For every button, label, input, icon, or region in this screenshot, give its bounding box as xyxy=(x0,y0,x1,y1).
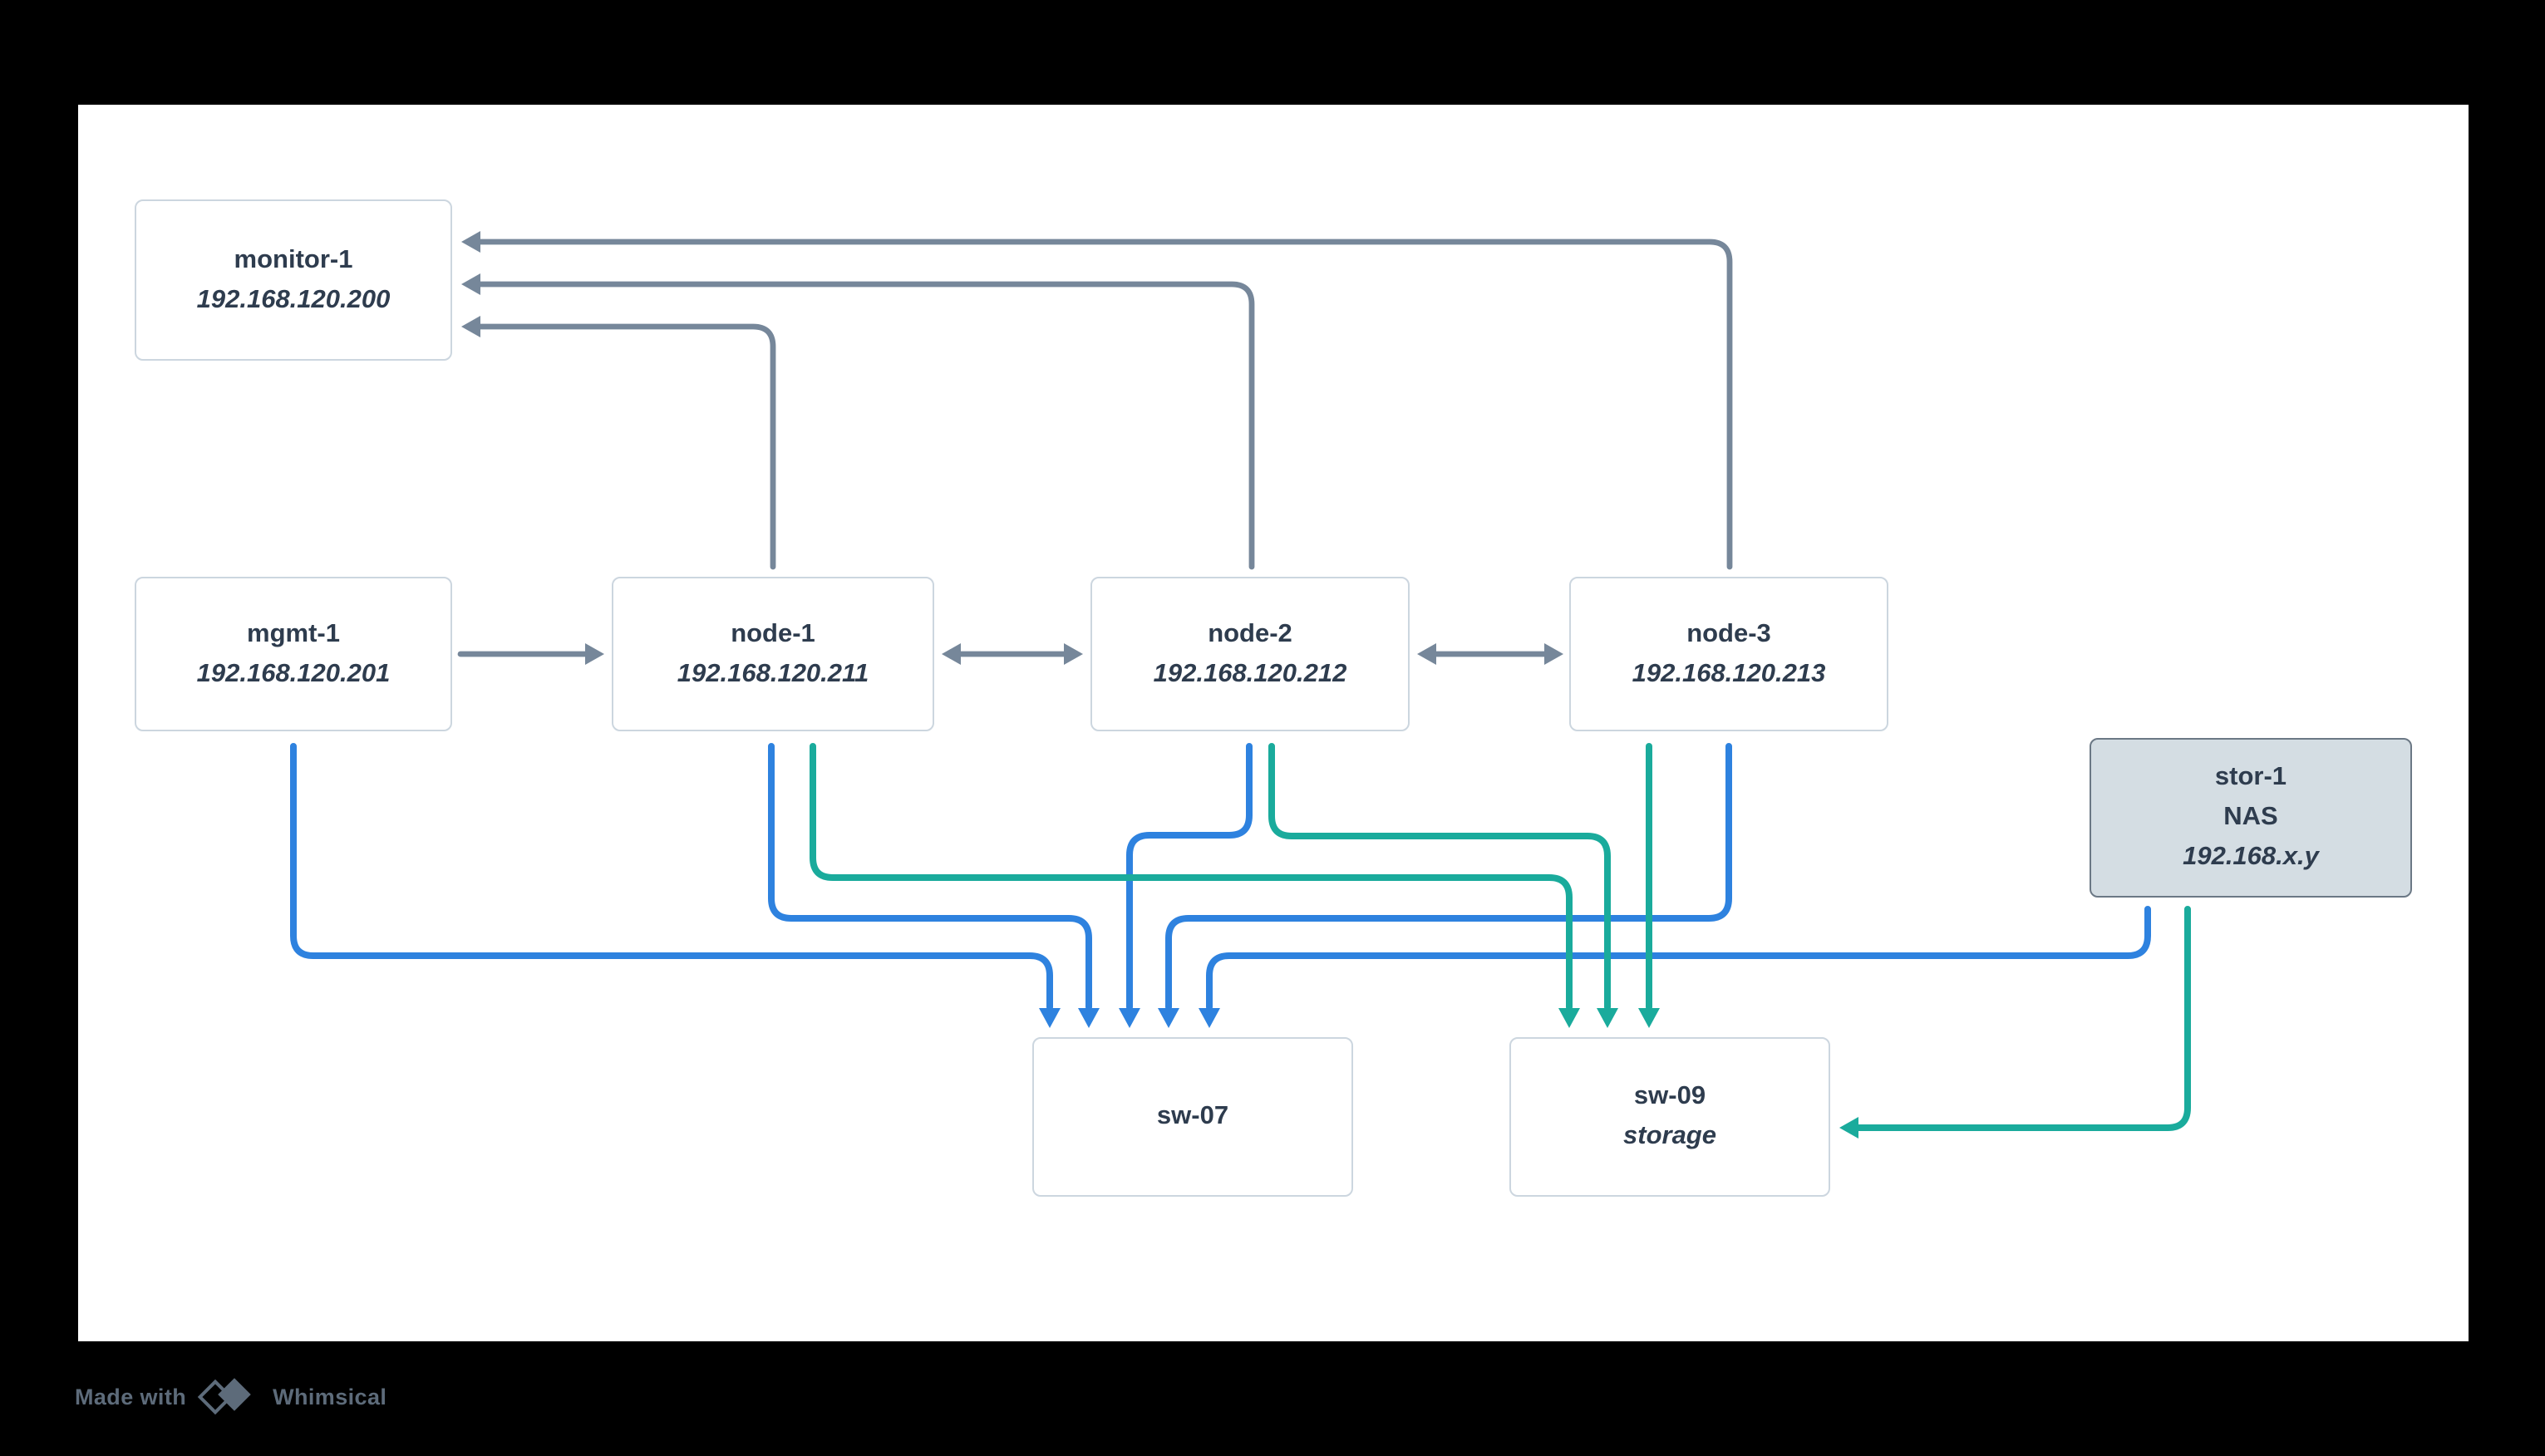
edge-node3-sw07 xyxy=(1165,743,1732,1011)
whimsical-watermark: Made with Whimsical xyxy=(75,1378,387,1415)
node-box-node-3: node-3 192.168.120.213 xyxy=(1569,577,1888,731)
node-ip: 192.168.x.y xyxy=(2183,843,2319,871)
node-ip: 192.168.120.201 xyxy=(196,659,391,687)
arrowhead-down-icon xyxy=(1597,1008,1618,1028)
node-box-monitor-1: monitor-1 192.168.120.200 xyxy=(135,199,452,361)
node-box-stor-1: stor-1 NAS 192.168.x.y xyxy=(2090,738,2412,898)
edge-node3-monitor1 xyxy=(477,239,1733,570)
node-ip: 192.168.120.213 xyxy=(1632,659,1826,687)
node-sublabel: storage xyxy=(1623,1122,1716,1150)
arrowhead-left-icon xyxy=(942,643,961,665)
node-label: stor-1 xyxy=(2214,763,2287,791)
arrowhead-down-icon xyxy=(1199,1008,1220,1028)
arrowhead-right-icon xyxy=(1064,643,1083,665)
arrowhead-right-icon xyxy=(1544,643,1563,665)
edge-node1-monitor1 xyxy=(477,323,776,570)
arrowhead-down-icon xyxy=(1558,1008,1580,1028)
node-label: node-2 xyxy=(1208,619,1292,647)
node-label: sw-07 xyxy=(1156,1102,1229,1130)
node-box-sw-07: sw-07 xyxy=(1032,1037,1353,1197)
arrowhead-left-icon xyxy=(461,231,480,253)
arrowhead-left-icon xyxy=(461,273,480,295)
edge-node2-sw07 xyxy=(1126,743,1253,1011)
whimsical-logo-icon xyxy=(197,1378,261,1415)
node-label: sw-09 xyxy=(1633,1082,1706,1110)
arrowhead-down-icon xyxy=(1158,1008,1179,1028)
arrowhead-down-icon xyxy=(1119,1008,1140,1028)
edge-stor1-sw07 xyxy=(1206,906,2151,1011)
node-sublabel: NAS xyxy=(2223,803,2278,831)
watermark-brand-text: Whimsical xyxy=(273,1384,387,1409)
arrowhead-down-icon xyxy=(1638,1008,1660,1028)
node-box-node-1: node-1 192.168.120.211 xyxy=(612,577,934,731)
node-box-mgmt-1: mgmt-1 192.168.120.201 xyxy=(135,577,452,731)
edge-node2-sw09 xyxy=(1268,743,1611,1011)
edge-node2-monitor1 xyxy=(477,281,1255,570)
node-label: mgmt-1 xyxy=(247,619,340,647)
edge-mgmt1-sw07 xyxy=(290,743,1053,1011)
node-box-sw-09: sw-09 storage xyxy=(1509,1037,1830,1197)
node-ip: 192.168.120.200 xyxy=(196,285,391,313)
node-ip: 192.168.120.211 xyxy=(677,659,869,687)
arrowhead-left-icon xyxy=(1417,643,1436,665)
edge-node1-sw07 xyxy=(768,743,1092,1011)
arrowhead-left-icon xyxy=(1839,1117,1858,1139)
edge-stor1-sw09 xyxy=(1855,906,2191,1131)
node-ip: 192.168.120.212 xyxy=(1153,659,1347,687)
node-label: monitor-1 xyxy=(234,245,353,273)
arrowhead-down-icon xyxy=(1078,1008,1100,1028)
node-box-node-2: node-2 192.168.120.212 xyxy=(1090,577,1410,731)
watermark-made-with-text: Made with xyxy=(75,1384,187,1409)
arrowhead-down-icon xyxy=(1039,1008,1061,1028)
arrowhead-left-icon xyxy=(461,316,480,337)
arrowhead-right-icon xyxy=(585,643,604,665)
edge-node1-sw09 xyxy=(810,743,1573,1011)
node-label: node-1 xyxy=(731,619,815,647)
node-label: node-3 xyxy=(1686,619,1771,647)
